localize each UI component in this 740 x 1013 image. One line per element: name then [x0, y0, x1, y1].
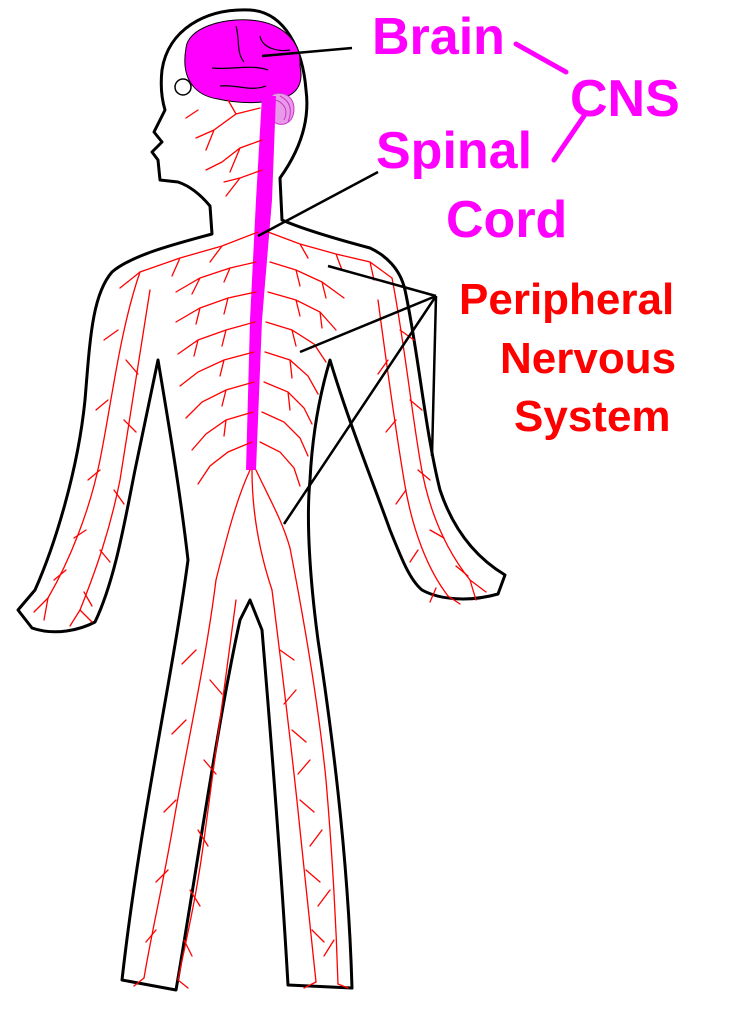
brain-cns-connector: [516, 44, 566, 72]
system-label: System: [514, 395, 671, 439]
pns-leader-arm: [432, 296, 436, 456]
cord-label: Cord: [446, 194, 567, 246]
cns-label: CNS: [570, 73, 680, 125]
spinal-label: Spinal: [376, 125, 532, 177]
eye: [175, 79, 191, 95]
peripheral-label: Peripheral: [459, 278, 674, 322]
brain-label: Brain: [372, 11, 505, 63]
nervous-label: Nervous: [500, 337, 676, 381]
